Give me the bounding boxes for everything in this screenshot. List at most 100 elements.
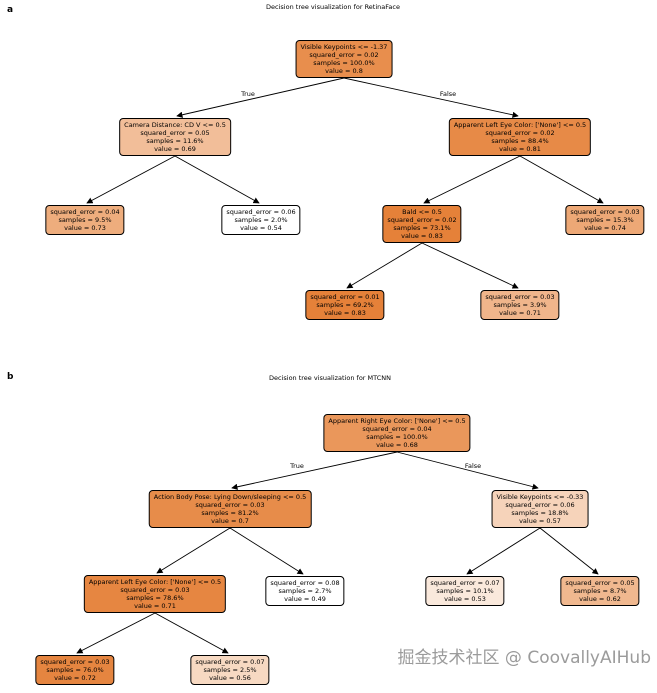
edge-a-bald-left — [346, 242, 423, 289]
edge-a-bald-right — [421, 242, 519, 289]
node-condition: Action Body Pose: Lying Down/sleeping <=… — [153, 493, 307, 501]
tree-leaf-b-5: squared_error = 0.07 samples = 2.5% valu… — [190, 655, 270, 685]
node-value: value = 0.83 — [401, 232, 443, 240]
node-value: value = 0.71 — [134, 602, 176, 610]
node-squared-error: squared_error = 0.04 — [362, 425, 432, 433]
edge-label-false: False — [439, 90, 457, 98]
node-value: value = 0.57 — [519, 517, 561, 525]
tree-node-a-camera-distance: Camera Distance: CD V <= 0.5 squared_err… — [119, 118, 231, 156]
edge-label-true: True — [241, 90, 255, 98]
node-samples: samples = 2.7% — [278, 587, 332, 595]
edge-b-pose-left — [156, 527, 231, 574]
node-samples: samples = 78.6% — [126, 594, 184, 602]
edge-a-cam-left — [86, 155, 176, 204]
tree-node-b-root: Apparent Right Eye Color: ['None'] <= 0.… — [323, 414, 471, 452]
tree-node-b-action-body-pose: Action Body Pose: Lying Down/sleeping <=… — [148, 490, 312, 528]
edge-b-root-true — [231, 451, 398, 490]
edge-b-keypoints-right — [539, 527, 599, 575]
node-samples: samples = 100.0% — [313, 59, 375, 67]
node-squared-error: squared_error = 0.06 — [505, 501, 575, 509]
node-samples: samples = 73.1% — [393, 224, 451, 232]
edge-b-root-false — [396, 451, 539, 490]
edge-b-eye-right — [154, 612, 229, 654]
tree-leaf-b-2: squared_error = 0.07 samples = 10.1% val… — [425, 576, 505, 606]
node-squared-error: squared_error = 0.03 — [40, 658, 110, 666]
node-squared-error: squared_error = 0.06 — [226, 208, 296, 216]
node-condition: Camera Distance: CD V <= 0.5 — [124, 121, 226, 129]
node-value: value = 0.49 — [284, 595, 326, 603]
node-condition: Visible Keypoints <= -1.37 — [300, 43, 388, 51]
node-samples: samples = 69.2% — [316, 301, 374, 309]
node-value: value = 0.71 — [499, 309, 541, 317]
node-squared-error: squared_error = 0.04 — [50, 208, 120, 216]
node-squared-error: squared_error = 0.03 — [570, 208, 640, 216]
edge-label-false: False — [464, 462, 482, 470]
node-samples: samples = 15.3% — [576, 216, 634, 224]
tree-leaf-a-3: squared_error = 0.03 samples = 15.3% val… — [565, 205, 645, 235]
node-samples: samples = 3.9% — [493, 301, 547, 309]
node-samples: samples = 10.1% — [436, 587, 494, 595]
node-squared-error: squared_error = 0.02 — [309, 51, 379, 59]
edge-b-pose-right — [229, 527, 304, 575]
node-value: value = 0.73 — [64, 224, 106, 232]
tree-leaf-b-1: squared_error = 0.08 samples = 2.7% valu… — [265, 576, 345, 606]
node-samples: samples = 9.5% — [58, 216, 112, 224]
node-value: value = 0.72 — [54, 674, 96, 682]
node-value: value = 0.68 — [376, 441, 418, 449]
tree-leaf-a-4: squared_error = 0.01 samples = 69.2% val… — [305, 290, 385, 320]
node-squared-error: squared_error = 0.05 — [140, 129, 210, 137]
node-squared-error: squared_error = 0.08 — [270, 579, 340, 587]
node-squared-error: squared_error = 0.02 — [485, 129, 555, 137]
node-squared-error: squared_error = 0.01 — [310, 293, 380, 301]
node-squared-error: squared_error = 0.07 — [195, 658, 265, 666]
node-samples: samples = 100.0% — [366, 433, 428, 441]
edge-a-root-true — [176, 77, 345, 118]
panel-a-label: a — [7, 5, 14, 15]
edge-a-eye-right — [519, 155, 604, 204]
node-samples: samples = 76.0% — [46, 666, 104, 674]
node-squared-error: squared_error = 0.03 — [485, 293, 555, 301]
node-samples: samples = 2.0% — [234, 216, 288, 224]
panel-b-title: Decision tree visualization for MTCNN — [268, 374, 392, 382]
tree-leaf-b-3: squared_error = 0.05 samples = 8.7% valu… — [560, 576, 640, 606]
node-value: value = 0.83 — [324, 309, 366, 317]
node-value: value = 0.53 — [444, 595, 486, 603]
node-squared-error: squared_error = 0.02 — [387, 216, 457, 224]
tree-node-a-root: Visible Keypoints <= -1.37 squared_error… — [295, 40, 393, 78]
node-value: value = 0.7 — [211, 517, 249, 525]
node-samples: samples = 88.4% — [491, 137, 549, 145]
node-condition: Apparent Left Eye Color: ['None'] <= 0.5 — [453, 121, 587, 129]
tree-node-a-left-eye-color: Apparent Left Eye Color: ['None'] <= 0.5… — [448, 118, 592, 156]
node-samples: samples = 8.7% — [573, 587, 627, 595]
node-samples: samples = 2.5% — [203, 666, 257, 674]
node-squared-error: squared_error = 0.03 — [120, 586, 190, 594]
node-samples: samples = 81.2% — [201, 509, 259, 517]
node-value: value = 0.56 — [209, 674, 251, 682]
edge-a-root-false — [343, 77, 519, 118]
edge-b-keypoints-left — [466, 527, 541, 575]
node-condition: Bald <= 0.5 — [402, 208, 442, 216]
node-value: value = 0.81 — [499, 145, 541, 153]
tree-node-a-bald: Bald <= 0.5 squared_error = 0.02 samples… — [382, 205, 462, 243]
edge-a-eye-left — [423, 155, 521, 204]
tree-node-b-left-eye-color: Apparent Left Eye Color: ['None'] <= 0.5… — [83, 575, 227, 613]
tree-leaf-a-5: squared_error = 0.03 samples = 3.9% valu… — [480, 290, 560, 320]
node-condition: Visible Keypoints <= -0.33 — [496, 493, 584, 501]
edge-a-cam-right — [174, 155, 260, 204]
node-squared-error: squared_error = 0.07 — [430, 579, 500, 587]
node-samples: samples = 18.8% — [511, 509, 569, 517]
tree-leaf-a-2: squared_error = 0.06 samples = 2.0% valu… — [221, 205, 301, 235]
node-value: value = 0.69 — [154, 145, 196, 153]
node-squared-error: squared_error = 0.03 — [195, 501, 265, 509]
watermark-text: 掘金技术社区 @ CoovallyAIHub — [397, 648, 651, 668]
node-samples: samples = 11.6% — [146, 137, 204, 145]
panel-a-title: Decision tree visualization for RetinaFa… — [266, 3, 400, 11]
edge-b-eye-left — [76, 612, 156, 654]
tree-node-b-visible-keypoints: Visible Keypoints <= -0.33 squared_error… — [491, 490, 589, 528]
node-value: value = 0.74 — [584, 224, 626, 232]
tree-leaf-a-1: squared_error = 0.04 samples = 9.5% valu… — [45, 205, 125, 235]
panel-b-label: b — [7, 372, 14, 382]
